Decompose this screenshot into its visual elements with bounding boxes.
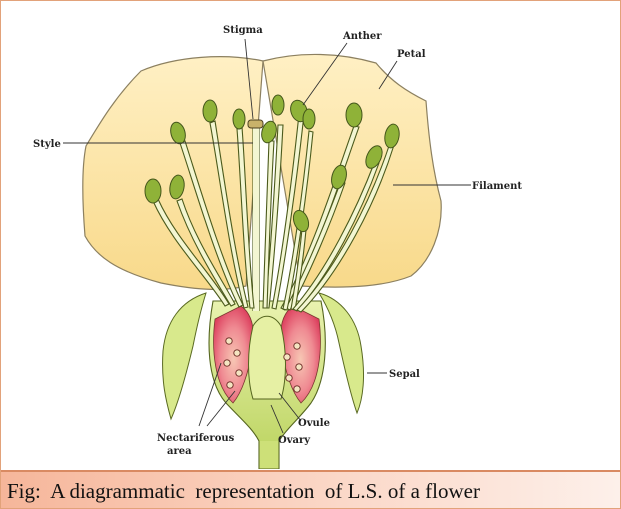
label-style: Style xyxy=(33,139,61,150)
label-nectariferous-area: area xyxy=(167,446,192,457)
label-ovule: Ovule xyxy=(298,418,330,429)
figure-caption-bar: Fig: A diagrammatic representation of L.… xyxy=(1,470,620,509)
figure-caption: Fig: A diagrammatic representation of L.… xyxy=(7,479,480,504)
petal-right xyxy=(263,54,441,287)
label-anther: Anther xyxy=(342,31,382,42)
label-nectariferous: Nectariferous xyxy=(157,433,235,444)
stigma xyxy=(248,120,263,128)
sepal-left xyxy=(163,293,206,419)
label-filament: Filament xyxy=(472,181,522,192)
sepal-right xyxy=(319,293,364,413)
label-stigma: Stigma xyxy=(223,25,263,36)
pedicel xyxy=(259,441,279,469)
style-fill xyxy=(253,127,259,311)
ovary-core xyxy=(249,316,286,399)
label-sepal: Sepal xyxy=(389,369,420,380)
label-ovary: Ovary xyxy=(278,435,311,446)
label-petal: Petal xyxy=(397,49,426,60)
flower-ls-diagram: Stigma Anther Petal Style Filament Sepal… xyxy=(1,1,620,469)
